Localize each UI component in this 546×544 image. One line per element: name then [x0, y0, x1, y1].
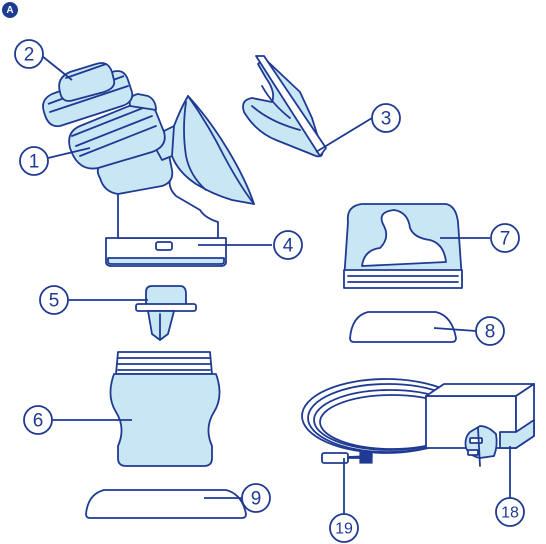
bottle-cap-part — [350, 312, 456, 342]
callout-7-label: 7 — [500, 229, 511, 250]
bottle-stand-part — [86, 490, 246, 518]
power-adapter-part — [302, 379, 534, 466]
callout-18-label: 18 — [501, 505, 519, 522]
callout-1-label: 1 — [29, 152, 40, 173]
callout-3-label: 3 — [381, 109, 392, 130]
callout-19-label: 19 — [335, 521, 353, 538]
callout-19: 19 — [330, 514, 358, 542]
callout-8-label: 8 — [485, 322, 496, 343]
callout-5: 5 — [40, 286, 68, 314]
callout-9-label: 9 — [251, 489, 262, 510]
callout-4-label: 4 — [283, 236, 294, 257]
callout-2-label: 2 — [24, 45, 35, 66]
callout-9: 9 — [242, 484, 270, 512]
callout-18: 18 — [496, 498, 524, 526]
callout-5-label: 5 — [49, 291, 60, 312]
figure-badge-label: A — [6, 5, 13, 16]
bottle-lid-part — [344, 204, 462, 288]
massage-insert-part — [243, 56, 326, 156]
callout-7: 7 — [491, 224, 519, 252]
valve-part — [136, 286, 196, 340]
callout-6-label: 6 — [33, 411, 44, 432]
callout-2: 2 — [15, 40, 43, 68]
callout-8: 8 — [476, 317, 504, 345]
callout-1: 1 — [20, 147, 48, 175]
callout-6: 6 — [24, 406, 52, 434]
figure-badge: A — [2, 2, 18, 18]
bottle-part — [110, 352, 219, 466]
callout-3: 3 — [372, 104, 400, 132]
callout-4: 4 — [274, 231, 302, 259]
